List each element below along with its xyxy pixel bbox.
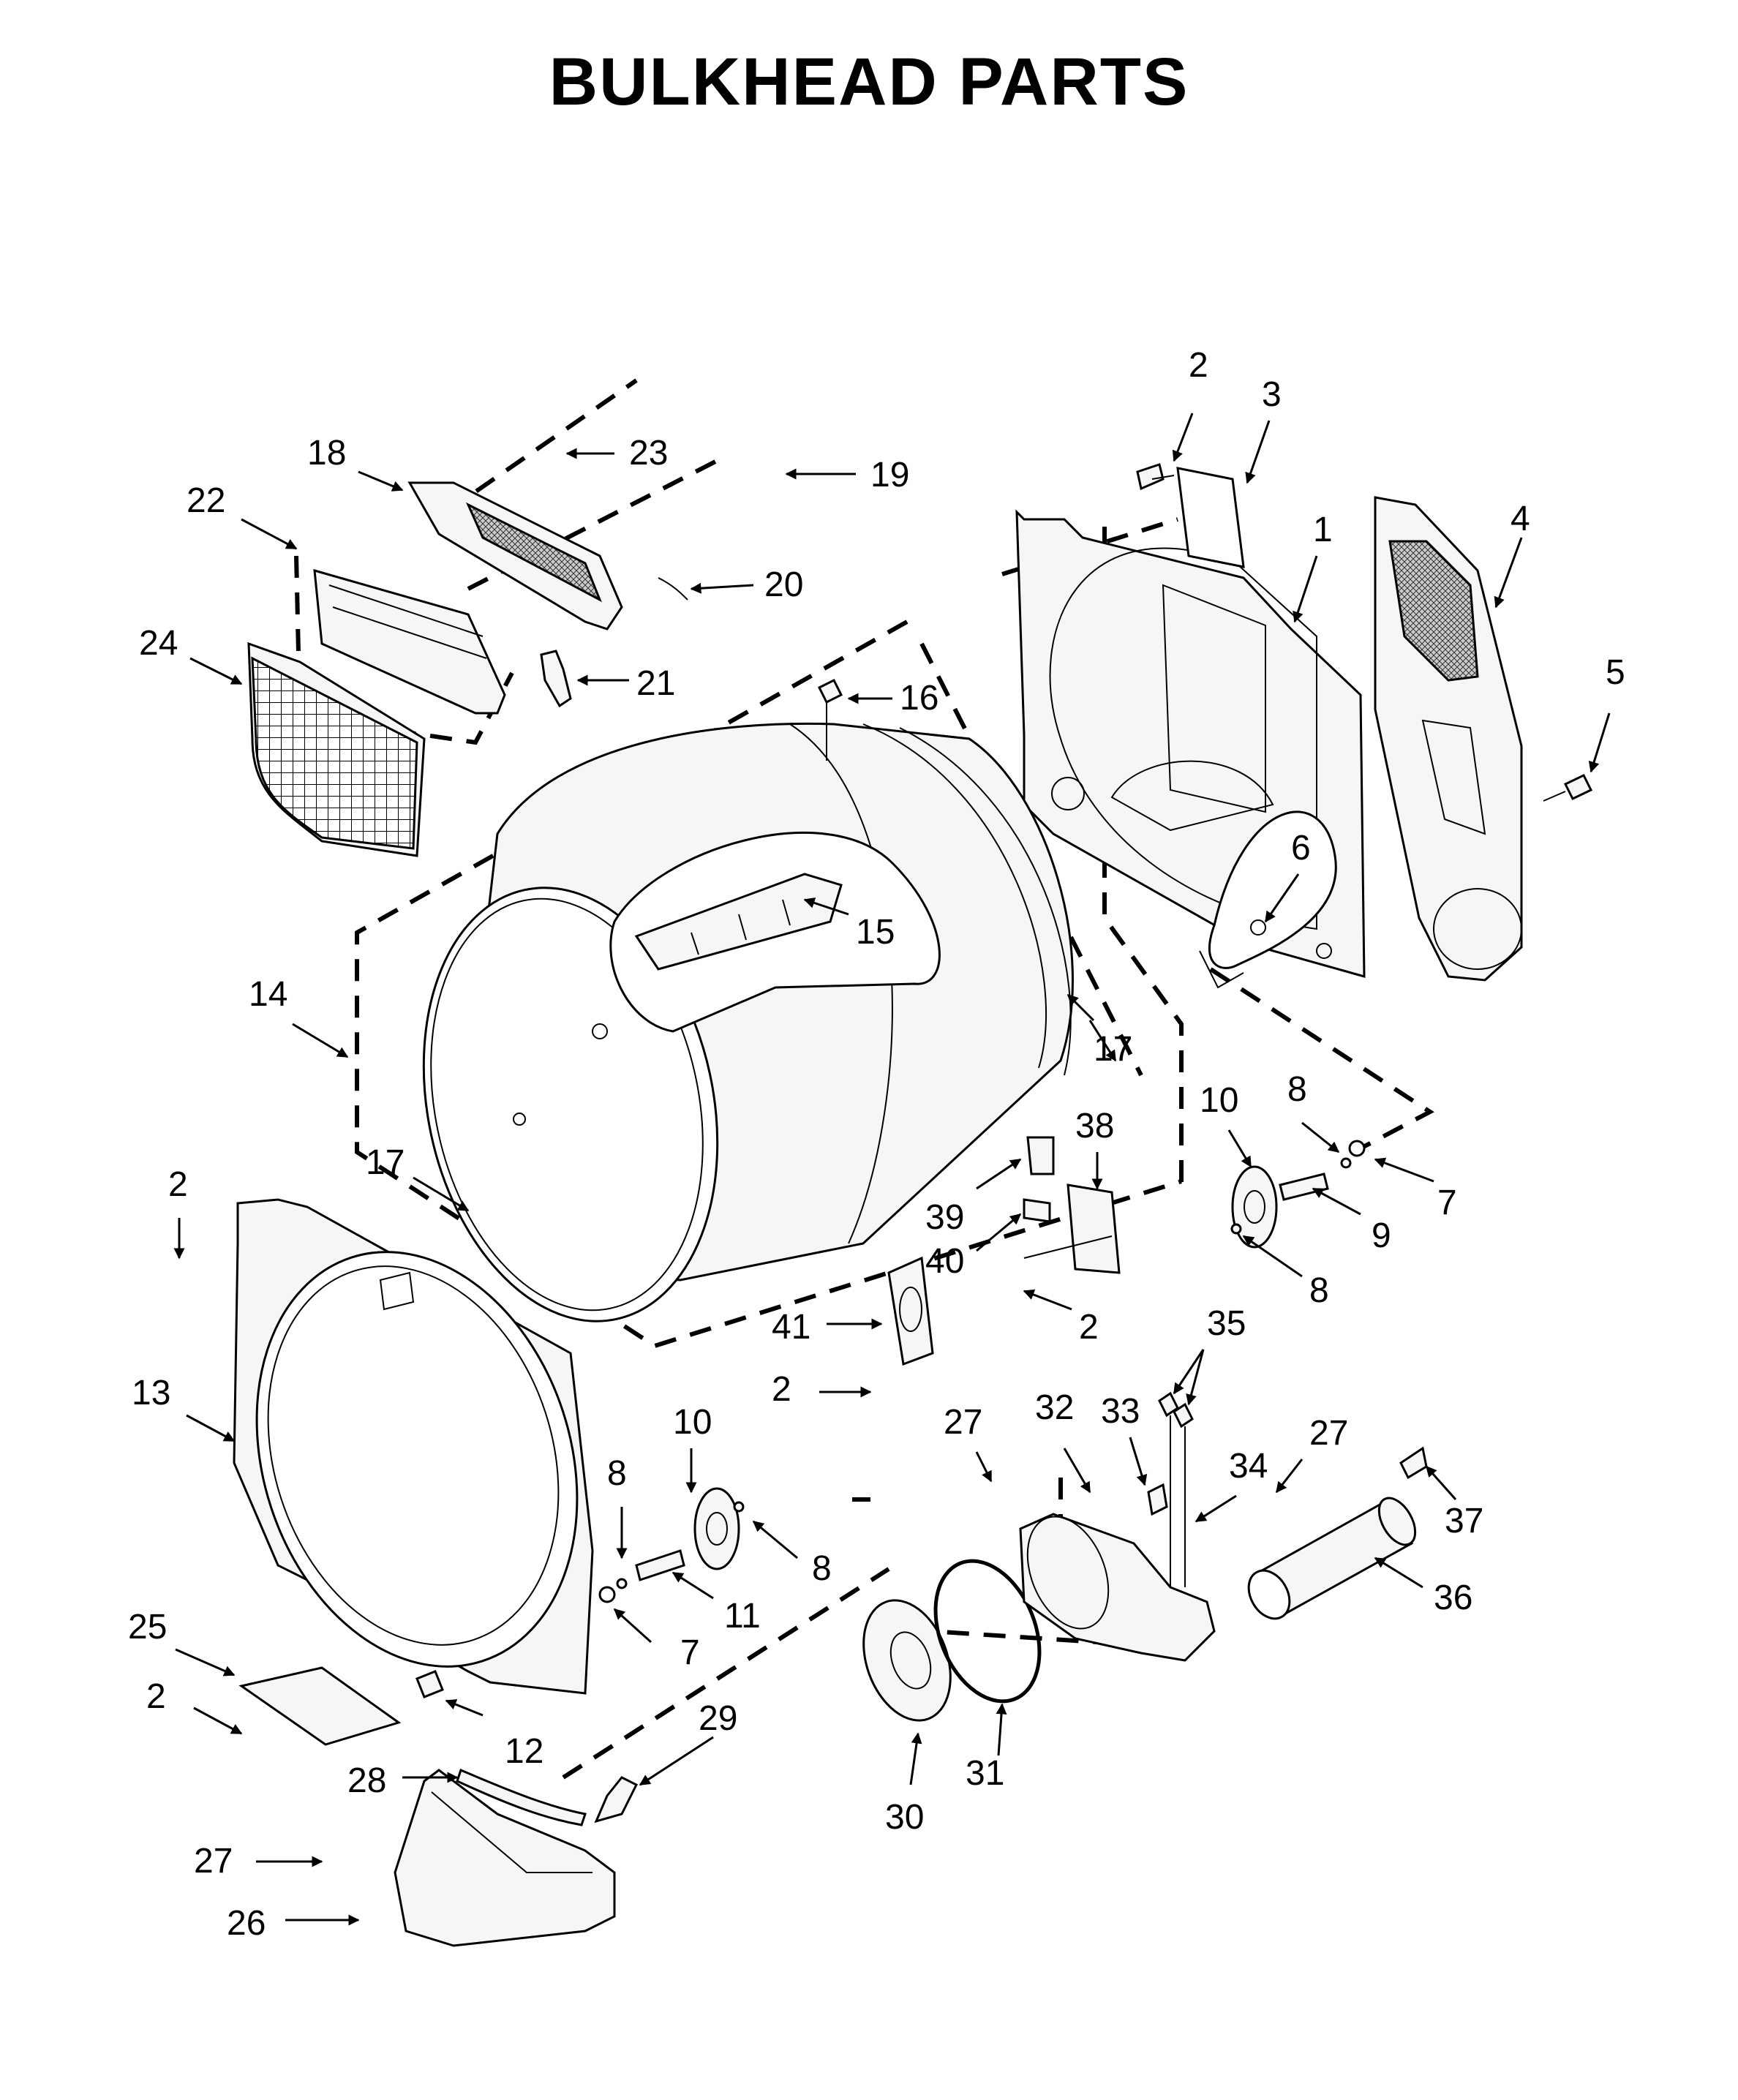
callout-16: 16 <box>900 679 938 718</box>
callout-2: 2 <box>1079 1308 1099 1347</box>
part-28-seal-strip <box>456 1768 587 1826</box>
callout-11: 11 <box>724 1597 761 1636</box>
part-39-sensor <box>1026 1136 1055 1175</box>
leader-lines <box>173 413 1611 1926</box>
callout-2: 2 <box>1189 346 1208 385</box>
callout-27: 27 <box>1309 1414 1348 1453</box>
callout-9: 9 <box>1372 1216 1391 1255</box>
rear-screen-cover <box>1374 496 1523 982</box>
drum-baffle <box>609 832 941 1033</box>
blower-housing <box>1019 1513 1216 1662</box>
callout-21: 21 <box>636 664 675 703</box>
callout-23: 23 <box>629 434 668 473</box>
lint-screen <box>247 641 426 857</box>
callout-32: 32 <box>1035 1388 1074 1427</box>
callout-22: 22 <box>187 481 225 520</box>
part-33 <box>1147 1483 1168 1516</box>
callout-18: 18 <box>307 434 346 473</box>
callout-36: 36 <box>1434 1578 1472 1617</box>
callout-12: 12 <box>505 1732 543 1771</box>
callout-7: 7 <box>1437 1183 1457 1222</box>
callout-15: 15 <box>856 913 895 952</box>
callout-10: 10 <box>673 1403 712 1442</box>
part-38-bracket <box>1023 1183 1121 1274</box>
callout-10: 10 <box>1200 1081 1238 1120</box>
callout-labels: 1 2 3 4 5 6 7 8 8 9 10 17 38 39 40 2 41 … <box>128 346 1625 1943</box>
callout-4: 4 <box>1511 500 1530 538</box>
part-37-clip <box>1399 1446 1428 1480</box>
callout-5: 5 <box>1606 653 1625 692</box>
rear-roller-assembly <box>1230 1140 1366 1249</box>
callout-17: 17 <box>366 1143 405 1182</box>
callout-25: 25 <box>128 1608 167 1646</box>
callout-41: 41 <box>772 1308 810 1347</box>
callout-13: 13 <box>132 1374 170 1412</box>
callout-26: 26 <box>227 1904 266 1943</box>
callout-40: 40 <box>925 1242 964 1281</box>
blower-seal-ring <box>933 1559 1042 1704</box>
callout-24: 24 <box>139 624 178 663</box>
callout-8: 8 <box>812 1549 832 1588</box>
callout-1: 1 <box>1313 511 1333 549</box>
callout-30: 30 <box>885 1798 924 1837</box>
lint-duct <box>313 568 506 715</box>
part-41-cover <box>887 1256 934 1366</box>
callout-27: 27 <box>944 1403 982 1442</box>
callout-2: 2 <box>168 1165 188 1204</box>
blower-wheel <box>862 1599 952 1722</box>
rear-seal <box>1199 810 1337 989</box>
drum <box>422 722 1074 1322</box>
screw-5 <box>1543 774 1593 802</box>
callout-8: 8 <box>1309 1271 1329 1310</box>
part-21 <box>540 650 572 708</box>
part-12-nut <box>415 1670 444 1698</box>
blower-duct <box>394 1769 616 1947</box>
callout-3: 3 <box>1262 375 1282 414</box>
callout-2: 2 <box>146 1677 166 1716</box>
front-roller-assembly <box>598 1487 745 1603</box>
callout-33: 33 <box>1101 1392 1140 1431</box>
part-35-screws <box>1158 1391 1194 1587</box>
part-20 <box>658 577 688 601</box>
callout-39: 39 <box>925 1198 964 1237</box>
callout-19: 19 <box>870 456 909 494</box>
callout-20: 20 <box>764 565 803 604</box>
screw-2-top <box>1136 463 1175 491</box>
callout-29: 29 <box>699 1699 737 1738</box>
callout-34: 34 <box>1229 1447 1268 1486</box>
exhaust-duct <box>1247 1497 1417 1620</box>
part-29-clip <box>594 1776 639 1824</box>
callout-8: 8 <box>1287 1070 1307 1109</box>
callout-17: 17 <box>1094 1030 1132 1069</box>
callout-7: 7 <box>680 1633 700 1672</box>
callout-2: 2 <box>772 1370 791 1409</box>
callout-31: 31 <box>966 1754 1004 1793</box>
front-bulkhead <box>233 1198 594 1695</box>
label-sheet <box>1176 467 1245 568</box>
lint-filter-grille <box>407 481 623 631</box>
callout-6: 6 <box>1291 829 1311 868</box>
callout-8: 8 <box>607 1454 627 1493</box>
part-25-pad <box>238 1666 402 1746</box>
callout-38: 38 <box>1075 1107 1114 1145</box>
callout-28: 28 <box>347 1761 386 1800</box>
callout-37: 37 <box>1445 1502 1483 1540</box>
callout-35: 35 <box>1207 1304 1246 1343</box>
callout-14: 14 <box>249 975 287 1014</box>
page-title: BULKHEAD PARTS <box>549 45 1189 119</box>
screw-16 <box>817 678 843 761</box>
callout-27: 27 <box>194 1842 233 1881</box>
part-40-connector <box>1023 1198 1051 1223</box>
